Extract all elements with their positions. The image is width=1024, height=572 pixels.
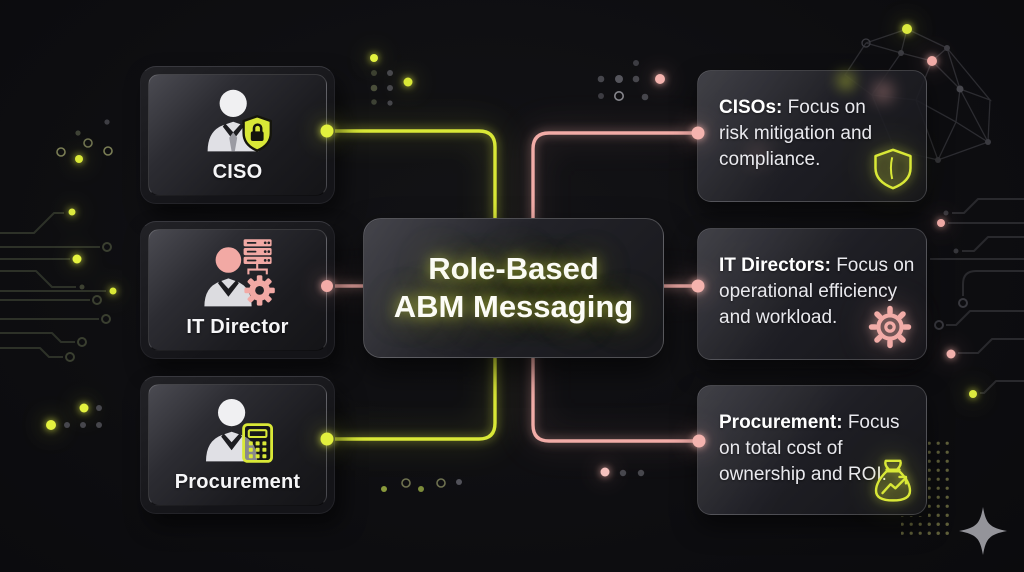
info-card-lead: IT Directors:: [719, 255, 831, 276]
dot-cluster-below-left-column: [381, 478, 462, 492]
four-point-star-icon: [959, 507, 1007, 555]
info-card-text: CISOs: Focus on risk mitigation and comp…: [719, 95, 885, 173]
info-card-procurement: Procurement: Focus on total cost of owne…: [697, 385, 927, 515]
money-bag-growth-icon: [874, 459, 912, 502]
info-card-body: Focus on total cost of ownership and ROI…: [719, 412, 900, 486]
right-circuit-traces: [930, 198, 1024, 394]
blurred-lime-glow: [838, 73, 854, 89]
person-calculator-icon: [205, 399, 273, 463]
page-title: Role-Based ABM Messaging: [393, 251, 634, 324]
dot-cluster-mid-left: [46, 403, 102, 430]
dotted-grid: [901, 441, 949, 535]
dot-cluster-top-right-of-center: [597, 60, 665, 102]
info-card-it-directors: IT Directors: Focus on operational effic…: [697, 228, 927, 360]
info-card-lead: Procurement:: [719, 412, 843, 433]
right-circuit-glow-dots: [937, 219, 977, 398]
dot-cluster-top-left-of-center: [370, 54, 413, 106]
person-shield-lock-icon: [207, 89, 272, 152]
role-card-procurement: Procurement: [140, 376, 335, 514]
role-card-label: CISO: [212, 161, 263, 183]
info-card-text: Procurement: Focus on total cost of owne…: [719, 410, 909, 488]
gear-outline-icon: [868, 305, 912, 349]
info-card-body: Focus on operational efficiency and work…: [719, 255, 915, 329]
role-card-it-director: IT Director: [140, 221, 335, 359]
center-title-card: Role-Based ABM Messaging: [363, 218, 664, 358]
info-card-cisos: CISOs: Focus on risk mitigation and comp…: [697, 70, 927, 202]
dot-cluster-below-center: [600, 467, 645, 477]
left-circuit-glow-dots: [68, 208, 117, 295]
info-card-text: IT Directors: Focus on operational effic…: [719, 253, 925, 331]
role-card-label: IT Director: [186, 316, 289, 338]
role-card-label: Procurement: [174, 471, 301, 493]
dot-cluster-upper-left: [56, 119, 113, 163]
person-servers-gear-icon: [203, 239, 275, 307]
shield-outline-icon: [874, 148, 912, 190]
left-circuit-traces: [0, 212, 112, 362]
info-card-lead: CISOs:: [719, 97, 783, 118]
info-card-body: Focus on risk mitigation and compliance.: [719, 97, 873, 171]
role-card-ciso: CISO: [140, 66, 335, 204]
